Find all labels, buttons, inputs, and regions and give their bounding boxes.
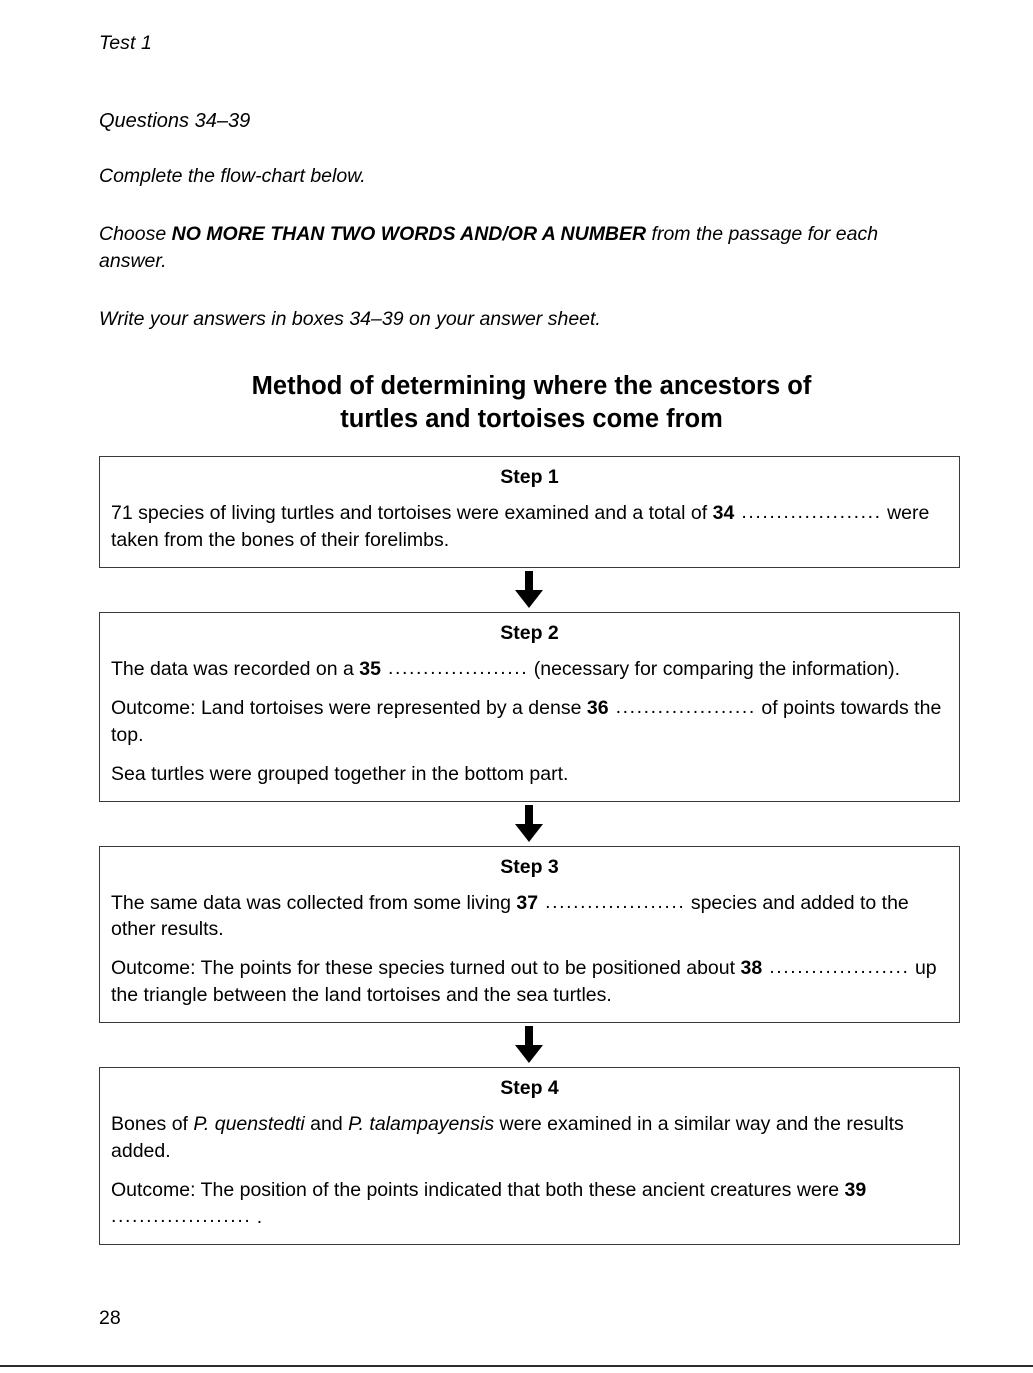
body-text: of points towards the top. (111, 696, 942, 746)
species-name: P. talampayensis (348, 1113, 495, 1136)
flowchart-step-box: Step 2 The data was recorded on a 35 ....… (99, 611, 960, 802)
down-arrow-icon (98, 568, 959, 612)
body-text: and (304, 1113, 349, 1136)
flowchart-title-line-1: Method of determining where the ancestor… (251, 371, 812, 400)
down-arrow-icon (98, 802, 959, 846)
flowchart-step-header: Step 2 (500, 621, 559, 644)
flowchart-title: Method of determining where the ancestor… (105, 370, 958, 437)
scan-edge-artifact (0, 1365, 1033, 1367)
flowchart-step-paragraph: Outcome: Land tortoises were represented… (111, 695, 948, 749)
answer-blank[interactable]: .................... (538, 890, 686, 913)
answer-blank[interactable]: .................... (762, 956, 910, 979)
question-number: 39 (844, 1178, 867, 1201)
down-arrow-icon (98, 1023, 959, 1067)
answer-blank[interactable]: .................... (608, 695, 756, 718)
answer-blank[interactable]: .................... (111, 1204, 252, 1227)
answer-blank[interactable]: .................... (380, 656, 529, 679)
running-head: Test 1 (99, 32, 152, 54)
page-number: 28 (99, 1307, 121, 1329)
instruction-word-limit: Choose NO MORE THAN TWO WORDS AND/OR A N… (99, 221, 944, 276)
body-text: species and added to the other results. (111, 891, 909, 941)
flowchart-step-header: Step 1 (500, 466, 559, 489)
body-text: were taken from the bones of their forel… (111, 502, 930, 551)
flowchart-step-paragraph: Sea turtles were grouped together in the… (111, 761, 948, 788)
species-name: P. quenstedti (193, 1113, 305, 1136)
body-text: The same data was collected from some li… (111, 891, 517, 914)
page-content: Test 1 Questions 34–39 Complete the flow… (99, 0, 964, 1245)
instruction-choose-suffix: from the passage for each answer. (99, 222, 879, 273)
body-text: Outcome: The position of the points indi… (111, 1178, 845, 1201)
flowchart-step-paragraph: The data was recorded on a 35 ..........… (111, 656, 948, 683)
flowchart-step-paragraph: 71 species of living turtles and tortois… (111, 500, 948, 554)
flowchart-step-header: Step 3 (500, 855, 559, 878)
body-text: Bones of (111, 1113, 194, 1136)
flowchart-step-box: Step 3 The same data was collected from s… (99, 845, 960, 1024)
flowchart-step-paragraph: Bones of P. quenstedti and P. talampayen… (111, 1111, 948, 1165)
body-text: up the triangle between the land tortois… (111, 957, 937, 1007)
flowchart-step-header: Step 4 (500, 1077, 559, 1100)
question-number: 36 (586, 696, 609, 719)
body-text: (necessary for comparing the information… (528, 657, 901, 680)
body-text: . (251, 1205, 263, 1228)
body-text: 71 species of living turtles and tortois… (111, 502, 713, 525)
instruction-answer-sheet: Write your answers in boxes 34–39 on you… (99, 308, 601, 331)
question-number: 38 (740, 957, 763, 980)
question-number: 34 (712, 502, 735, 525)
flowchart-step-paragraph: The same data was collected from some li… (111, 890, 948, 944)
flowchart-title-line-2: turtles and tortoises come from (340, 405, 723, 434)
answer-blank[interactable]: .................... (734, 501, 882, 524)
flowchart: Step 1 71 species of living turtles and t… (99, 456, 960, 1245)
instruction-complete-flowchart: Complete the flow-chart below. (99, 165, 366, 187)
flowchart-step-box: Step 4 Bones of P. quenstedti and P. tala… (99, 1067, 960, 1245)
instruction-choose-prefix: Choose (99, 222, 172, 245)
question-number: 35 (359, 657, 381, 680)
body-text: Sea turtles were grouped together in the… (111, 762, 569, 785)
body-text: The data was recorded on a (111, 657, 360, 680)
flowchart-step-box: Step 1 71 species of living turtles and t… (99, 456, 960, 568)
body-text: were examined in a similar way and the r… (111, 1113, 904, 1163)
body-text: Outcome: The points for these species tu… (111, 957, 741, 980)
flowchart-step-paragraph: Outcome: The position of the points indi… (111, 1177, 948, 1231)
question-range-heading: Questions 34–39 (99, 110, 251, 132)
question-number: 37 (516, 891, 539, 914)
body-text: Outcome: Land tortoises were represented… (111, 696, 587, 719)
instruction-word-limit-emphasis: NO MORE THAN TWO WORDS AND/OR A NUMBER (171, 222, 647, 245)
flowchart-step-paragraph: Outcome: The points for these species tu… (111, 955, 948, 1009)
